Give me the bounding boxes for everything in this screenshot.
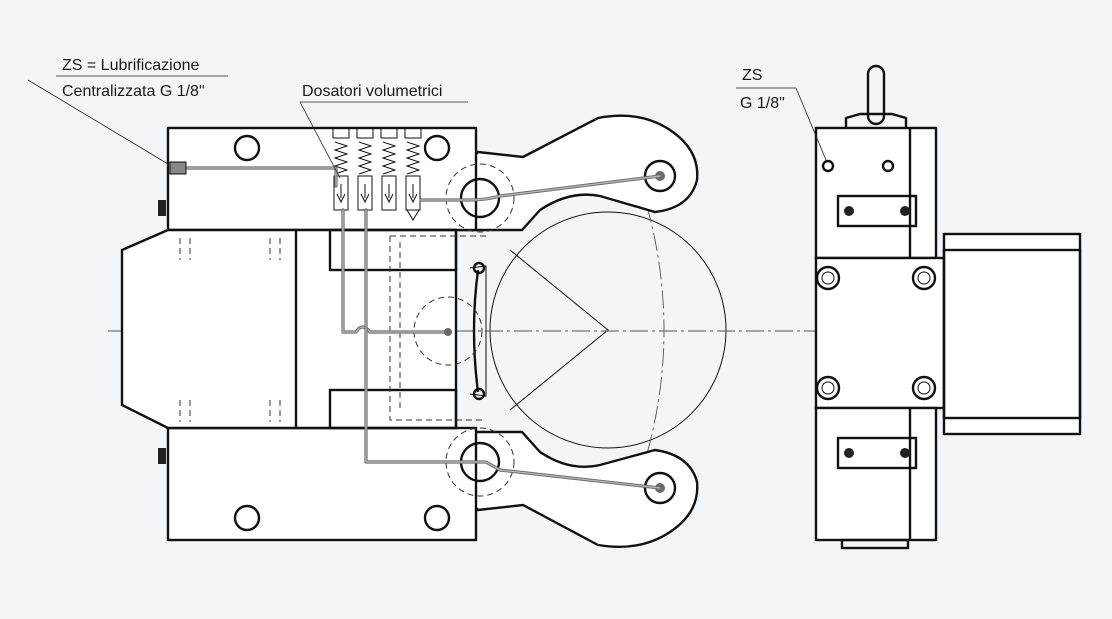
bolt bbox=[844, 206, 854, 216]
lower-housing bbox=[166, 426, 478, 542]
hidden-circle bbox=[413, 296, 483, 366]
release-lever bbox=[866, 64, 886, 126]
side-middle-block bbox=[814, 256, 946, 410]
bolt bbox=[900, 206, 910, 216]
hex-bolt bbox=[815, 265, 841, 291]
lower-arm bbox=[458, 430, 699, 548]
small-hole bbox=[881, 159, 895, 173]
hidden-bore bbox=[389, 235, 486, 421]
lubrication-pipes bbox=[169, 161, 662, 490]
lower-pocket bbox=[328, 388, 458, 430]
annotations: ZS = Lubrificazione Centralizzata G 1/8"… bbox=[27, 57, 827, 179]
lever-base bbox=[844, 112, 908, 128]
leader-line-side bbox=[795, 87, 827, 161]
leader-line-dosatori bbox=[299, 101, 341, 179]
leader-line-zs bbox=[27, 79, 169, 165]
pivot-hidden-circle bbox=[445, 163, 515, 233]
label-zs-lubrication: ZS = Lubrificazione bbox=[62, 57, 200, 74]
mount-hole bbox=[423, 504, 451, 532]
side-lower-block bbox=[814, 406, 938, 542]
arm-end-hole bbox=[643, 471, 677, 505]
bolt bbox=[844, 448, 854, 458]
bolt bbox=[900, 448, 910, 458]
label-side-thread: G 1/8" bbox=[740, 95, 785, 112]
mount-hole bbox=[423, 134, 451, 162]
thruster-housing bbox=[942, 232, 1082, 436]
side-upper-block bbox=[814, 126, 938, 260]
label-zs-thread: Centralizzata G 1/8" bbox=[62, 83, 205, 100]
hex-bolt bbox=[815, 375, 841, 401]
thruster-inner bbox=[942, 248, 1082, 420]
side-fitting bbox=[158, 200, 166, 216]
hidden-bolts bbox=[179, 238, 281, 422]
disc-arc-centerline bbox=[627, 149, 665, 511]
mount-hole bbox=[233, 504, 261, 532]
cylinder-body bbox=[120, 228, 458, 430]
upper-pocket bbox=[328, 228, 458, 272]
brake-shoe bbox=[472, 269, 480, 393]
front-view bbox=[108, 114, 968, 548]
side-view bbox=[814, 64, 1082, 550]
shoe-pin-bottom bbox=[472, 387, 486, 401]
hex-bolt bbox=[911, 375, 937, 401]
disc-section-lines bbox=[509, 249, 609, 411]
pivot-hole bbox=[459, 177, 501, 219]
pivot-hidden-circle bbox=[445, 427, 515, 497]
hex-bolt bbox=[911, 265, 937, 291]
shoe-pin-top bbox=[472, 261, 486, 275]
clamp-plate-bottom bbox=[836, 436, 918, 470]
lubrication-port bbox=[821, 159, 835, 173]
shoe-holder bbox=[469, 265, 487, 397]
label-volumetric-dosers: Dosatori volumetrici bbox=[302, 83, 442, 100]
volumetric-dosers bbox=[332, 127, 422, 221]
side-fitting bbox=[158, 448, 166, 464]
upper-arm bbox=[458, 114, 699, 232]
arm-end-hole bbox=[643, 159, 677, 193]
clamp-plate-top bbox=[836, 194, 918, 228]
mount-hole bbox=[233, 134, 261, 162]
side-bottom-foot bbox=[840, 538, 910, 550]
label-side-zs: ZS bbox=[742, 67, 762, 84]
brake-disc bbox=[489, 211, 727, 449]
